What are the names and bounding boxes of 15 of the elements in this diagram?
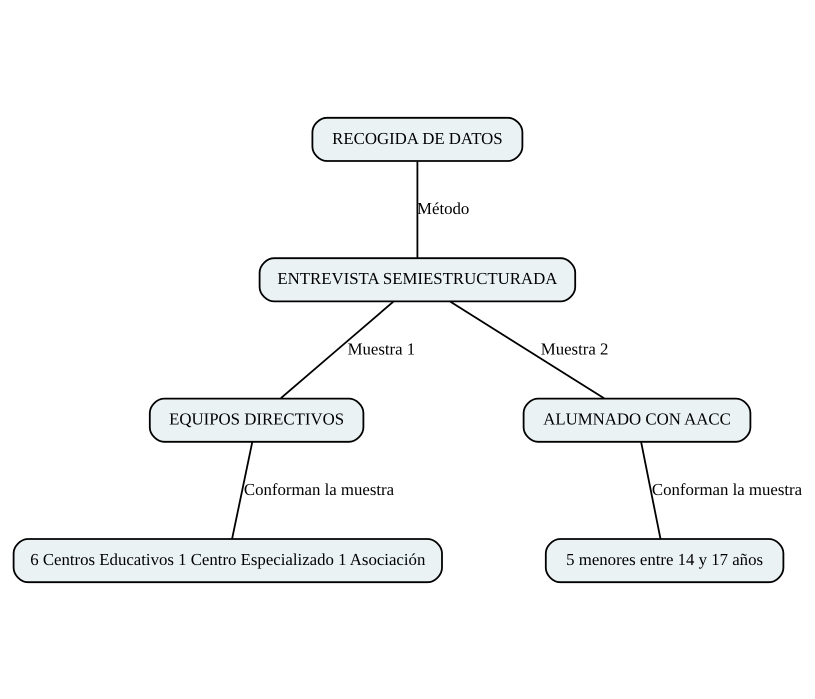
node-box: ENTREVISTA SEMIESTRUCTURADA [258, 256, 576, 302]
node-box: EQUIPOS DIRECTIVOS [148, 397, 364, 442]
node-box: 6 Centros Educativos 1 Centro Especializado 1 Asociación [12, 538, 443, 583]
edge-label: Muestra 2 [540, 338, 608, 358]
connector [416, 161, 418, 258]
connector [640, 442, 662, 538]
connector [280, 300, 394, 398]
edge-label: Muestra 1 [348, 338, 416, 358]
node-box: 5 menores entre 14 y 17 años [544, 538, 784, 583]
node-box: ALUMNADO CON AACC [522, 397, 752, 442]
edge-label: Conforman la muestra [652, 479, 802, 498]
edge-label: Conforman la muestra [244, 479, 394, 498]
connector [450, 300, 605, 399]
node-box: RECOGIDA DE DATOS [312, 116, 524, 162]
connector [231, 442, 254, 538]
